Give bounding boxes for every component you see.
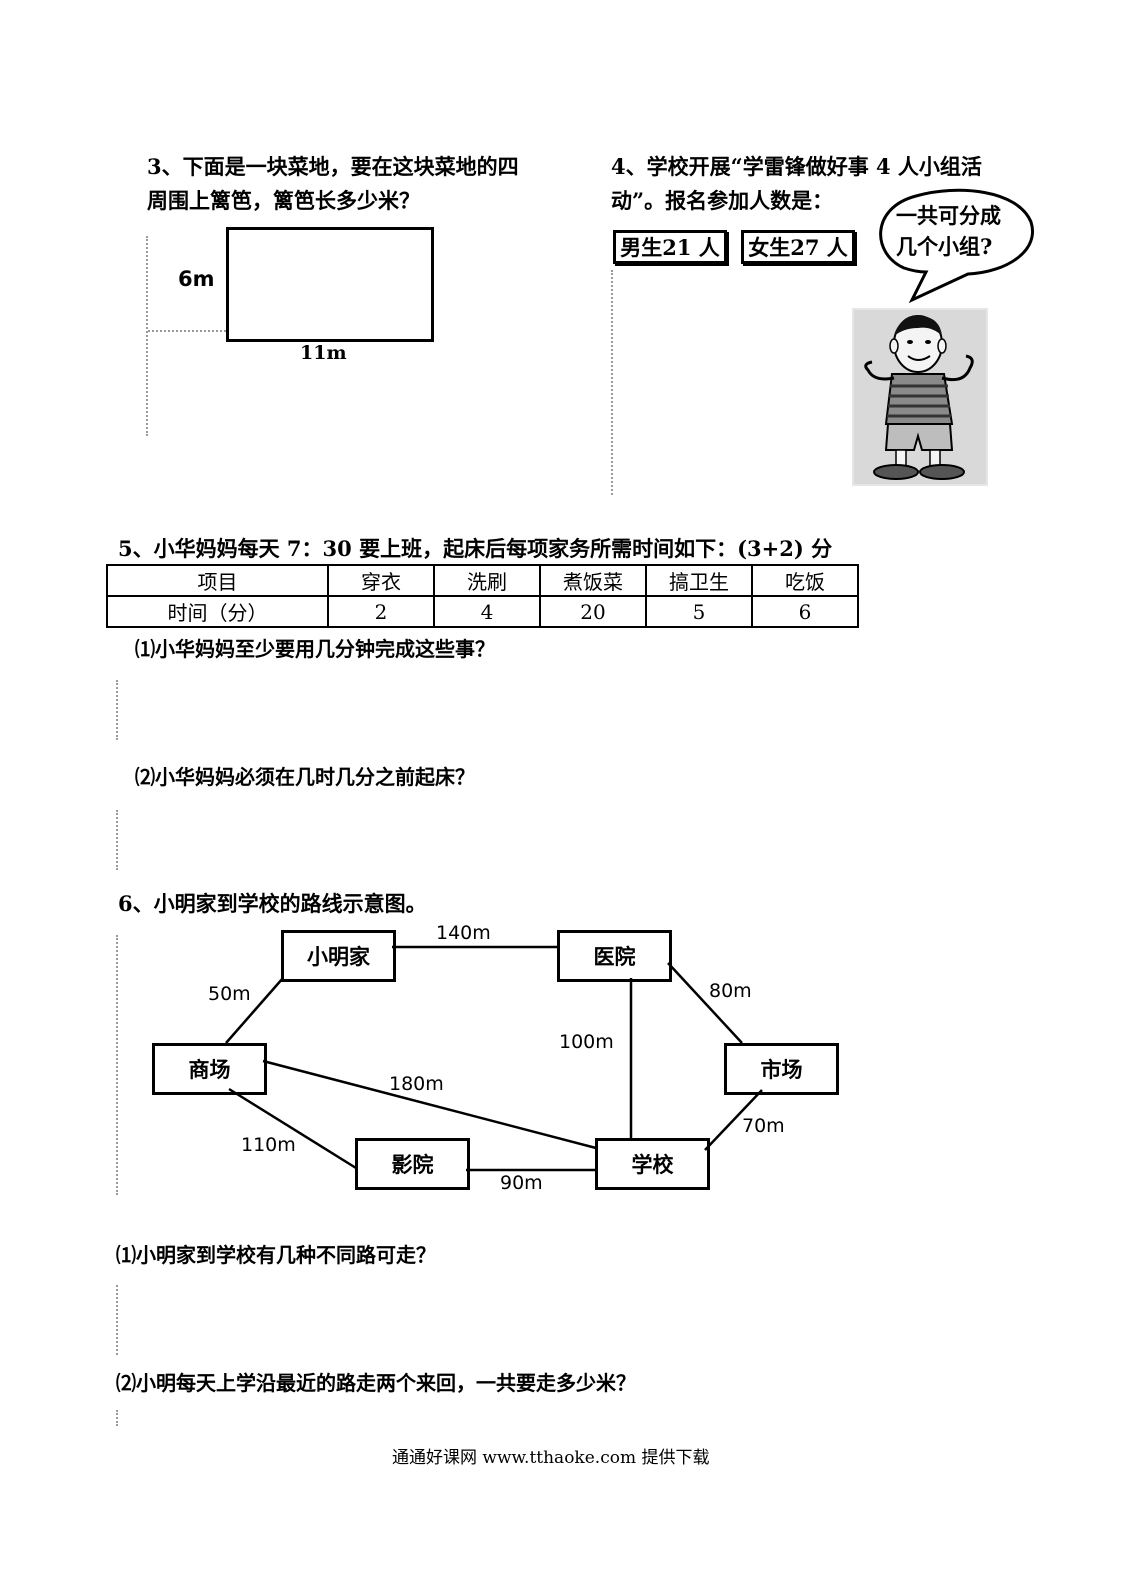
table-cell: 5 xyxy=(645,595,753,628)
node-cinema: 影院 xyxy=(355,1138,470,1190)
route-map-lines xyxy=(225,945,763,1172)
edge-label-market-school: 70m xyxy=(742,1115,785,1137)
edge-label-home-mall: 50m xyxy=(208,983,251,1005)
q4-text-line2: 动”。报名参加人数是： xyxy=(611,188,834,213)
speech-bubble xyxy=(879,188,1034,304)
q5-sub-question-2: ⑵小华妈妈必须在几时几分之前起床？ xyxy=(135,765,475,789)
boy-illustration xyxy=(852,308,988,486)
dotted-guide-q6b xyxy=(116,1410,120,1426)
node-market: 市场 xyxy=(724,1043,839,1095)
table-cell: 20 xyxy=(539,595,647,628)
table-header-cell: 项目 xyxy=(106,564,329,597)
q5-title: 5、小华妈妈每天 7：30 要上班，起床后每项家务所需时间如下：(3+2) 分 xyxy=(118,536,833,561)
boys-count-box: 男生21 人 xyxy=(613,230,727,264)
table-header-cell: 吃饭 xyxy=(751,564,859,597)
table-cell: 2 xyxy=(327,595,435,628)
edge-label-mall-cinema: 110m xyxy=(241,1134,296,1156)
edge-label-home-hospital: 140m xyxy=(436,922,491,944)
edge-label-mall-school: 180m xyxy=(389,1073,444,1095)
vegetable-field-rectangle xyxy=(226,227,434,342)
bubble-text-line1: 一共可分成 xyxy=(896,203,1001,228)
table-header-cell: 搞卫生 xyxy=(645,564,753,597)
table-cell: 时间（分） xyxy=(106,595,329,628)
q3-text-line1: 3、下面是一块菜地，要在这块菜地的四 xyxy=(147,154,519,179)
table-cell: 6 xyxy=(751,595,859,628)
field-width-label: 11m xyxy=(300,342,347,364)
node-mall: 商场 xyxy=(152,1043,267,1095)
dotted-guide-q5a xyxy=(116,680,120,740)
table-header-cell: 煮饭菜 xyxy=(539,564,647,597)
dotted-guide-q6 xyxy=(116,935,120,1195)
dotted-guide-horizontal xyxy=(148,330,226,332)
q6-title: 6、小明家到学校的路线示意图。 xyxy=(118,891,427,916)
chores-time-table: 项目 穿衣 洗刷 煮饭菜 搞卫生 吃饭 时间（分） 2 4 20 5 6 xyxy=(106,564,859,628)
edge-label-hospital-school: 100m xyxy=(559,1031,614,1053)
node-school: 学校 xyxy=(595,1138,710,1190)
q6-sub-question-1: ⑴小明家到学校有几种不同路可走？ xyxy=(116,1243,436,1267)
dotted-guide-q5b xyxy=(116,810,120,870)
footer-text: 通通好课网 www.tthaoke.com 提供下载 xyxy=(392,1448,710,1468)
edge-label-hospital-market: 80m xyxy=(709,980,752,1002)
bubble-text-line2: 几个小组? xyxy=(896,234,993,259)
q4-text-line1: 4、学校开展“学雷锋做好事 4 人小组活 xyxy=(611,154,982,179)
table-header-cell: 洗刷 xyxy=(433,564,541,597)
edge-label-cinema-school: 90m xyxy=(500,1172,543,1194)
dotted-guide-q6a xyxy=(116,1285,120,1355)
table-row: 项目 穿衣 洗刷 煮饭菜 搞卫生 吃饭 xyxy=(106,564,859,597)
dotted-guide-left xyxy=(146,236,150,436)
q5-sub-question-1: ⑴小华妈妈至少要用几分钟完成这些事？ xyxy=(135,637,495,661)
field-height-label: 6m xyxy=(178,267,215,291)
table-row: 时间（分） 2 4 20 5 6 xyxy=(106,595,859,628)
table-header-cell: 穿衣 xyxy=(327,564,435,597)
node-hospital: 医院 xyxy=(557,930,672,982)
table-cell: 4 xyxy=(433,595,541,628)
node-xiaoming-home: 小明家 xyxy=(281,930,396,982)
girls-count-box: 女生27 人 xyxy=(741,230,855,264)
q3-text-line2: 周围上篱笆，篱笆长多少米？ xyxy=(147,188,420,213)
dotted-guide-right xyxy=(611,270,615,495)
q6-sub-question-2: ⑵小明每天上学沿最近的路走两个来回，一共要走多少米？ xyxy=(116,1371,636,1395)
